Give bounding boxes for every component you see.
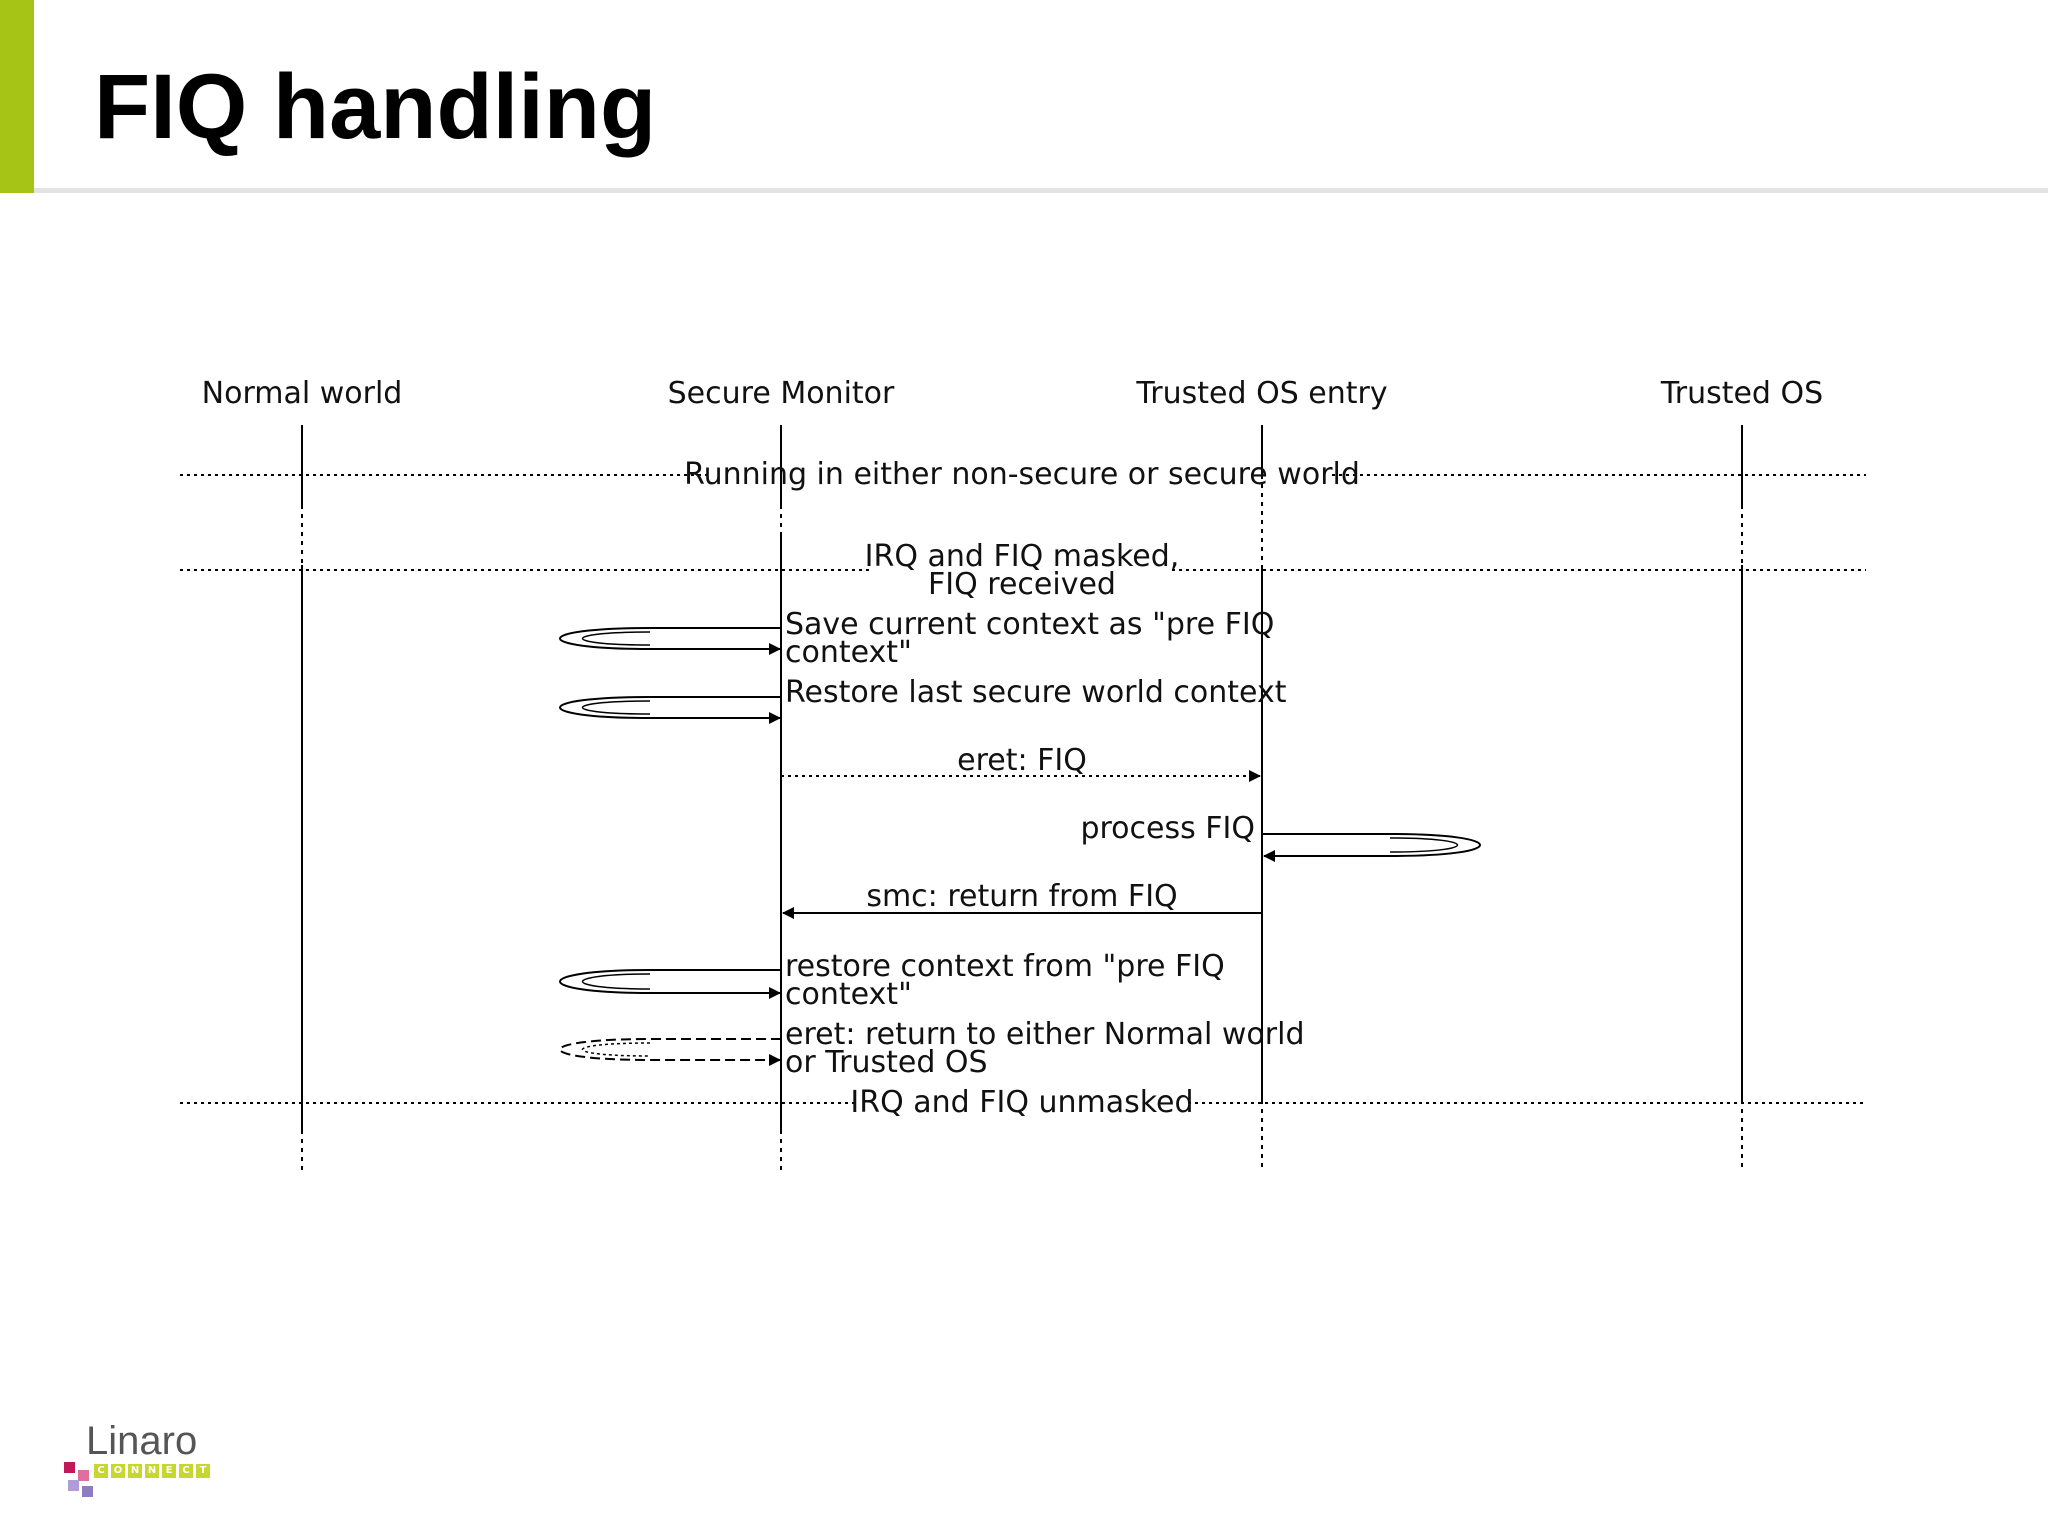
logo-square <box>64 1462 75 1473</box>
message-eret-return-line2: or Trusted OS <box>785 1045 988 1080</box>
slide-title: FIQ handling <box>94 56 657 158</box>
logo-letter: E <box>162 1464 176 1478</box>
lifelines <box>301 425 1743 1170</box>
accent-bar <box>0 0 34 193</box>
logo-letter: O <box>111 1464 125 1478</box>
message-eret-fiq-label: eret: FIQ <box>957 743 1087 778</box>
divider-masked-label: IRQ and FIQ masked, <box>865 539 1180 574</box>
logo-square <box>78 1470 89 1481</box>
fiq-received-label: FIQ received <box>928 567 1116 602</box>
message-restore-secure-context: Restore last secure world context <box>559 675 1287 724</box>
logo-square <box>68 1480 79 1491</box>
logo-connect-row: C O N N E C T <box>94 1464 210 1478</box>
participant-trusted-os-entry: Trusted OS entry <box>1135 376 1387 411</box>
logo-letter: C <box>94 1464 108 1478</box>
participant-normal-world: Normal world <box>202 376 403 411</box>
logo-letter: T <box>196 1464 210 1478</box>
message-smc-return-label: smc: return from FIQ <box>866 879 1177 914</box>
logo-letter: N <box>128 1464 142 1478</box>
logo-square <box>82 1486 93 1497</box>
participant-secure-monitor: Secure Monitor <box>668 376 895 411</box>
message-restore-pre-fiq: restore context from "pre FIQ context" <box>559 949 1225 1012</box>
divider-unmasked-label: IRQ and FIQ unmasked <box>850 1085 1193 1120</box>
logo-letter: N <box>145 1464 159 1478</box>
message-restore-pre-fiq-line1: restore context from "pre FIQ <box>785 949 1225 984</box>
linaro-connect-logo: Linaro C O N N E C T <box>60 1418 240 1498</box>
title-divider <box>34 188 2048 193</box>
message-eret-fiq: eret: FIQ <box>781 743 1261 782</box>
message-restore-secure-context-line1: Restore last secure world context <box>785 675 1287 710</box>
divider-running-label: Running in either non-secure or secure w… <box>684 457 1360 492</box>
message-save-context: Save current context as "pre FIQ context… <box>559 607 1274 670</box>
message-eret-return: eret: return to either Normal world or T… <box>559 1017 1305 1080</box>
message-smc-return: smc: return from FIQ <box>782 879 1262 919</box>
participant-trusted-os: Trusted OS <box>1660 376 1823 411</box>
message-save-context-line2: context" <box>785 635 912 670</box>
logo-letter: C <box>179 1464 193 1478</box>
message-process-fiq: process FIQ <box>1080 811 1481 862</box>
message-process-fiq-label: process FIQ <box>1080 811 1255 846</box>
logo-wordmark: Linaro <box>86 1419 198 1463</box>
message-save-context-line1: Save current context as "pre FIQ <box>785 607 1274 642</box>
message-restore-pre-fiq-line2: context" <box>785 977 912 1012</box>
message-eret-return-line1: eret: return to either Normal world <box>785 1017 1305 1052</box>
